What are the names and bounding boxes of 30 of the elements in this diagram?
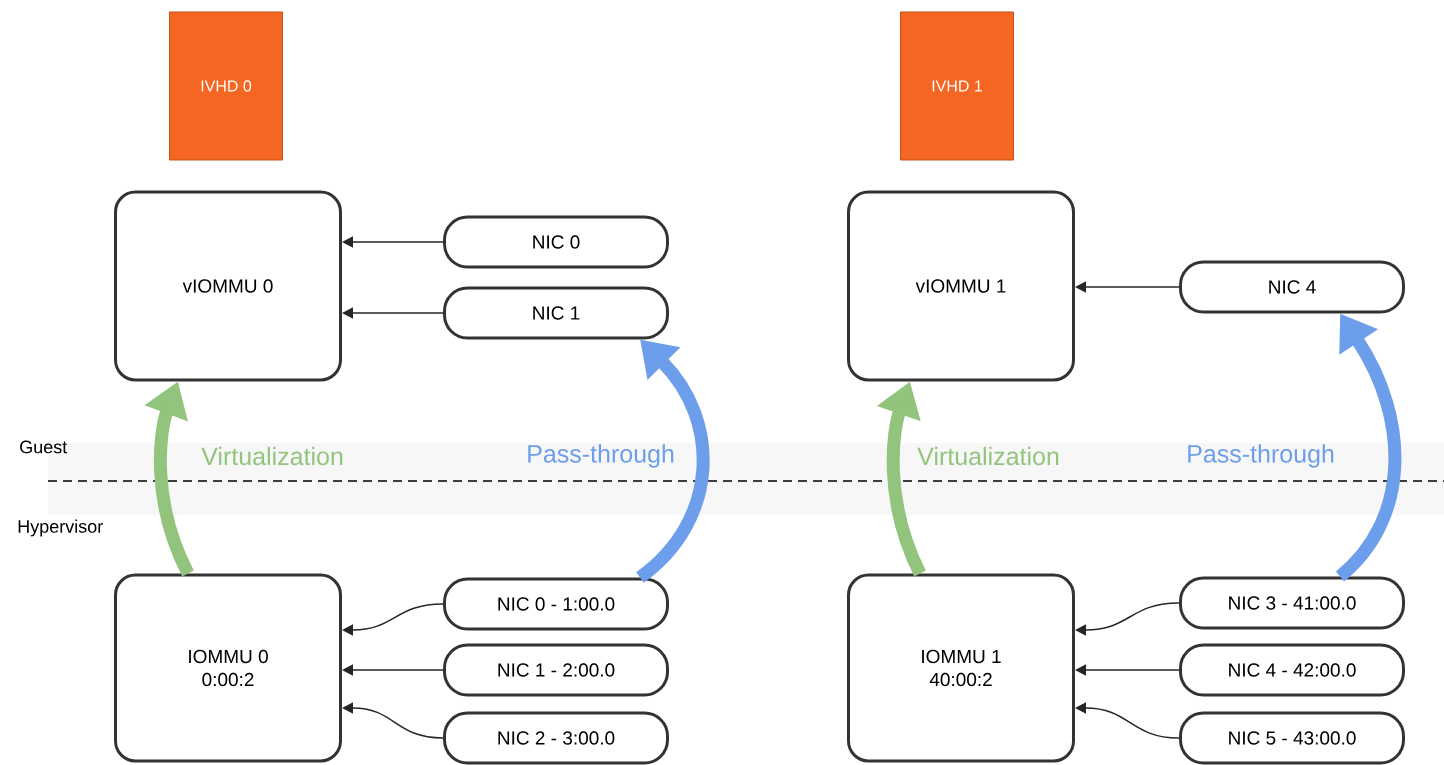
device-box: NIC 5 - 43:00.0	[1179, 711, 1405, 765]
device-box: NIC 4 - 42:00.0	[1179, 643, 1405, 697]
edge-label: Pass-through	[528, 444, 674, 468]
arrow	[342, 236, 444, 248]
arrow	[1075, 281, 1180, 293]
device-box: NIC 2 - 3:00.0	[443, 711, 669, 765]
layer-label: Hypervisor	[18, 519, 103, 537]
device-box: NIC 3 - 41:00.0	[1179, 576, 1405, 630]
arrow	[1075, 702, 1180, 739]
edge-label: Virtualization	[201, 446, 343, 466]
layer-label: Guest	[20, 440, 68, 454]
arrow	[342, 307, 444, 319]
iommu-box: IOMMU 1 40:00:2	[847, 573, 1075, 763]
iommu-box: IOMMU 0 0:00:2	[114, 573, 342, 763]
device-box: NIC 0 - 1:00.0	[443, 577, 669, 631]
arrow	[1075, 602, 1180, 636]
iommu-box: vIOMMU 1	[847, 190, 1075, 382]
arrow	[342, 664, 444, 676]
arrow	[342, 603, 444, 636]
device-box: NIC 1	[443, 286, 669, 340]
edge-label: Virtualization	[917, 446, 1059, 466]
arrow	[1075, 664, 1180, 676]
header-box: IVHD 0	[169, 11, 283, 161]
arrow	[342, 702, 444, 739]
device-box: NIC 1 - 2:00.0	[443, 643, 669, 697]
edge-label: Pass-through	[1188, 444, 1334, 468]
header-box: IVHD 1	[900, 11, 1014, 161]
device-box: NIC 4	[1179, 260, 1405, 314]
iommu-box: vIOMMU 0	[114, 190, 342, 382]
device-box: NIC 0	[443, 215, 669, 269]
